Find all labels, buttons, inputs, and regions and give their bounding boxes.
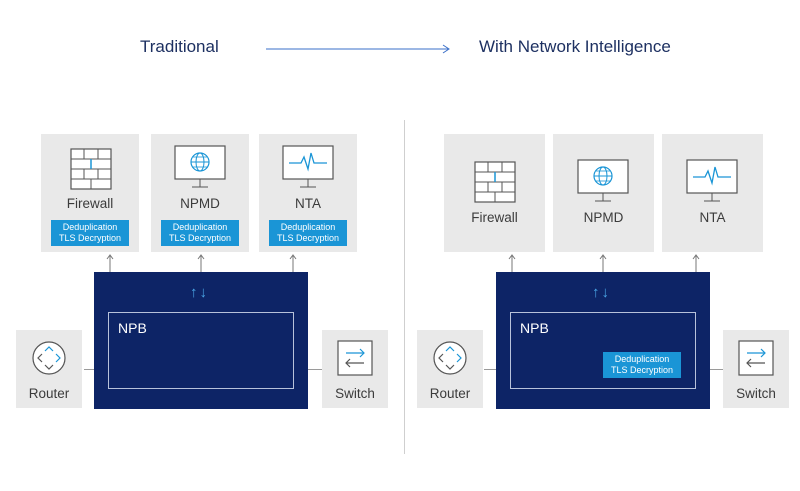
badge-line: TLS Decryption <box>276 233 340 243</box>
badge-line: TLS Decryption <box>168 233 232 243</box>
firewall-icon <box>70 148 112 190</box>
network-intelligence-title: With Network Intelligence <box>479 37 671 56</box>
pulse-monitor-icon <box>686 159 738 202</box>
transition-arrow-icon <box>266 44 450 54</box>
up-arrow-icon <box>106 254 114 272</box>
badge-line: Deduplication <box>280 222 336 232</box>
device-label: NPMD <box>583 210 624 225</box>
device-switch[interactable]: Switch <box>322 330 388 408</box>
device-label: Switch <box>736 386 776 401</box>
dedup-tls-badge: Deduplication TLS Decryption <box>161 220 239 246</box>
dedup-tls-badge: Deduplication TLS Decryption <box>603 352 681 378</box>
badge-line: Deduplication <box>172 222 228 232</box>
up-arrow-icon <box>197 254 205 272</box>
device-firewall[interactable]: Firewall Deduplication TLS Decryption <box>41 134 139 252</box>
up-down-arrows-icon: ↑↓ <box>592 284 611 301</box>
up-arrow-icon <box>599 254 607 272</box>
device-firewall[interactable]: Firewall <box>444 134 545 252</box>
device-label: Router <box>28 386 70 401</box>
badge-line: TLS Decryption <box>610 365 674 375</box>
globe-monitor-icon <box>577 159 629 202</box>
up-arrow-icon <box>692 254 700 272</box>
npb-inner-frame: NPB <box>108 312 294 389</box>
badge-line: Deduplication <box>614 354 670 364</box>
device-switch[interactable]: Switch <box>723 330 789 408</box>
firewall-icon <box>474 161 516 203</box>
device-nta[interactable]: NTA <box>662 134 763 252</box>
device-router[interactable]: Router <box>417 330 483 408</box>
globe-monitor-icon <box>174 145 226 188</box>
dedup-tls-badge: Deduplication TLS Decryption <box>269 220 347 246</box>
switch-icon <box>738 340 774 376</box>
section-divider <box>404 120 405 454</box>
switch-icon <box>337 340 373 376</box>
router-connector <box>84 369 94 370</box>
device-label: Router <box>429 386 471 401</box>
device-label: Switch <box>335 386 375 401</box>
router-connector <box>484 369 496 370</box>
device-label: NTA <box>295 196 321 211</box>
dedup-tls-badge: Deduplication TLS Decryption <box>51 220 129 246</box>
npb-label: NPB <box>118 320 147 336</box>
up-arrow-icon <box>289 254 297 272</box>
device-label: NTA <box>699 210 726 225</box>
npb-block[interactable]: ↑↓ NPB Deduplication TLS Decryption <box>496 272 710 409</box>
router-icon <box>32 341 66 375</box>
npb-inner-frame: NPB Deduplication TLS Decryption <box>510 312 696 389</box>
device-router[interactable]: Router <box>16 330 82 408</box>
device-label: NPMD <box>180 196 220 211</box>
switch-connector <box>308 369 322 370</box>
badge-line: TLS Decryption <box>58 233 122 243</box>
device-label: Firewall <box>471 210 518 225</box>
up-down-arrows-icon: ↑↓ <box>190 284 209 301</box>
router-icon <box>433 341 467 375</box>
traditional-title: Traditional <box>140 37 219 56</box>
device-npmd[interactable]: NPMD <box>553 134 654 252</box>
badge-line: Deduplication <box>62 222 118 232</box>
device-npmd[interactable]: NPMD Deduplication TLS Decryption <box>151 134 249 252</box>
device-label: Firewall <box>66 196 114 211</box>
up-arrow-icon <box>508 254 516 272</box>
device-nta[interactable]: NTA Deduplication TLS Decryption <box>259 134 357 252</box>
pulse-monitor-icon <box>282 145 334 188</box>
npb-label: NPB <box>520 320 549 336</box>
npb-block[interactable]: ↑↓ NPB <box>94 272 308 409</box>
switch-connector <box>710 369 723 370</box>
